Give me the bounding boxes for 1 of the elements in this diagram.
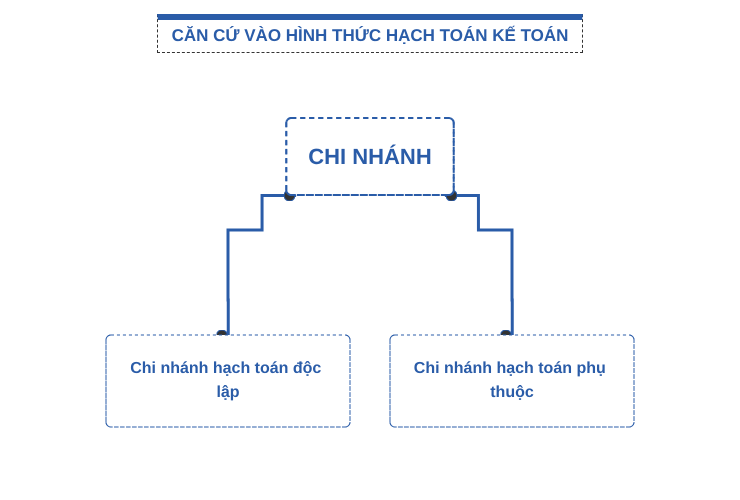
title-banner: CĂN CỨ VÀO HÌNH THỨC HẠCH TOÁN KẾ TOÁN [156,14,584,53]
